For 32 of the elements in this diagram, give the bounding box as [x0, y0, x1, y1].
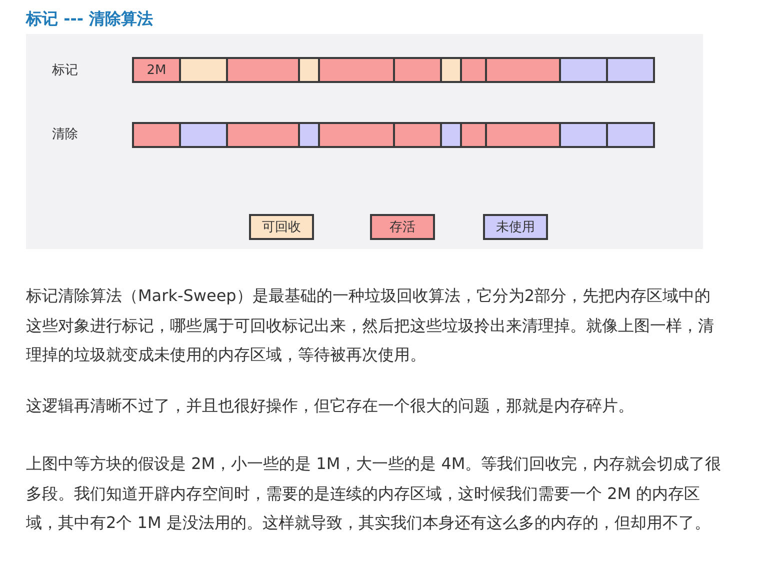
memory-block — [393, 122, 442, 148]
memory-block — [606, 57, 655, 83]
memory-block — [132, 122, 181, 148]
title: 标记 --- 清除算法 — [26, 9, 154, 30]
memory-block — [132, 57, 181, 83]
memory-block — [298, 122, 320, 148]
memory-block — [485, 57, 561, 83]
legend-label: 存活 — [390, 219, 416, 236]
paragraph: 这逻辑再清晰不过了，并且也很好操作，但它存在一个很大的问题，那就是内存碎片。 — [26, 395, 635, 417]
memory-block — [298, 57, 320, 83]
memory-block — [460, 57, 487, 83]
memory-block — [318, 57, 395, 83]
memory-block — [440, 122, 462, 148]
memory-block — [606, 122, 655, 148]
memory-block — [179, 57, 228, 83]
block-label: 2M — [146, 62, 166, 78]
memory-block — [559, 57, 608, 83]
paragraph: 标记清除算法（Mark-Sweep）是最基础的一种垃圾回收算法，它分为2部分，先把内存区域中的这些对象进行标记，哪些属于可回收标记出来，然后把这些垃圾拎出来清理掉。就像上图一样，清理掉的垃圾就变成未使用的内存区域，等待被再次使用。 — [26, 285, 715, 366]
memory-block — [226, 57, 300, 83]
legend-label: 未使用 — [496, 219, 535, 236]
memory-block — [440, 57, 462, 83]
memory-block — [179, 122, 228, 148]
memory-block — [393, 57, 442, 83]
memory-block — [318, 122, 395, 148]
memory-block — [226, 122, 300, 148]
memory-block — [559, 122, 608, 148]
row-label: 标记 — [52, 62, 78, 80]
memory-block — [485, 122, 561, 148]
legend-label: 可回收 — [262, 219, 301, 236]
row-label: 清除 — [52, 126, 78, 144]
paragraph: 上图中等方块的假设是 2M，小一些的是 1M，大一些的是 4M。等我们回收完，内存就会切成了很多段。我们知道开辟内存空间时，需要的是连续的内存区域，这时候我们需要一个 2M 的内存区域，其中有2个 1M 是没法用的。这样就导致，其实我们本身还有这么多的内存的，但却用不了。 — [26, 453, 722, 534]
memory-block — [460, 122, 487, 148]
